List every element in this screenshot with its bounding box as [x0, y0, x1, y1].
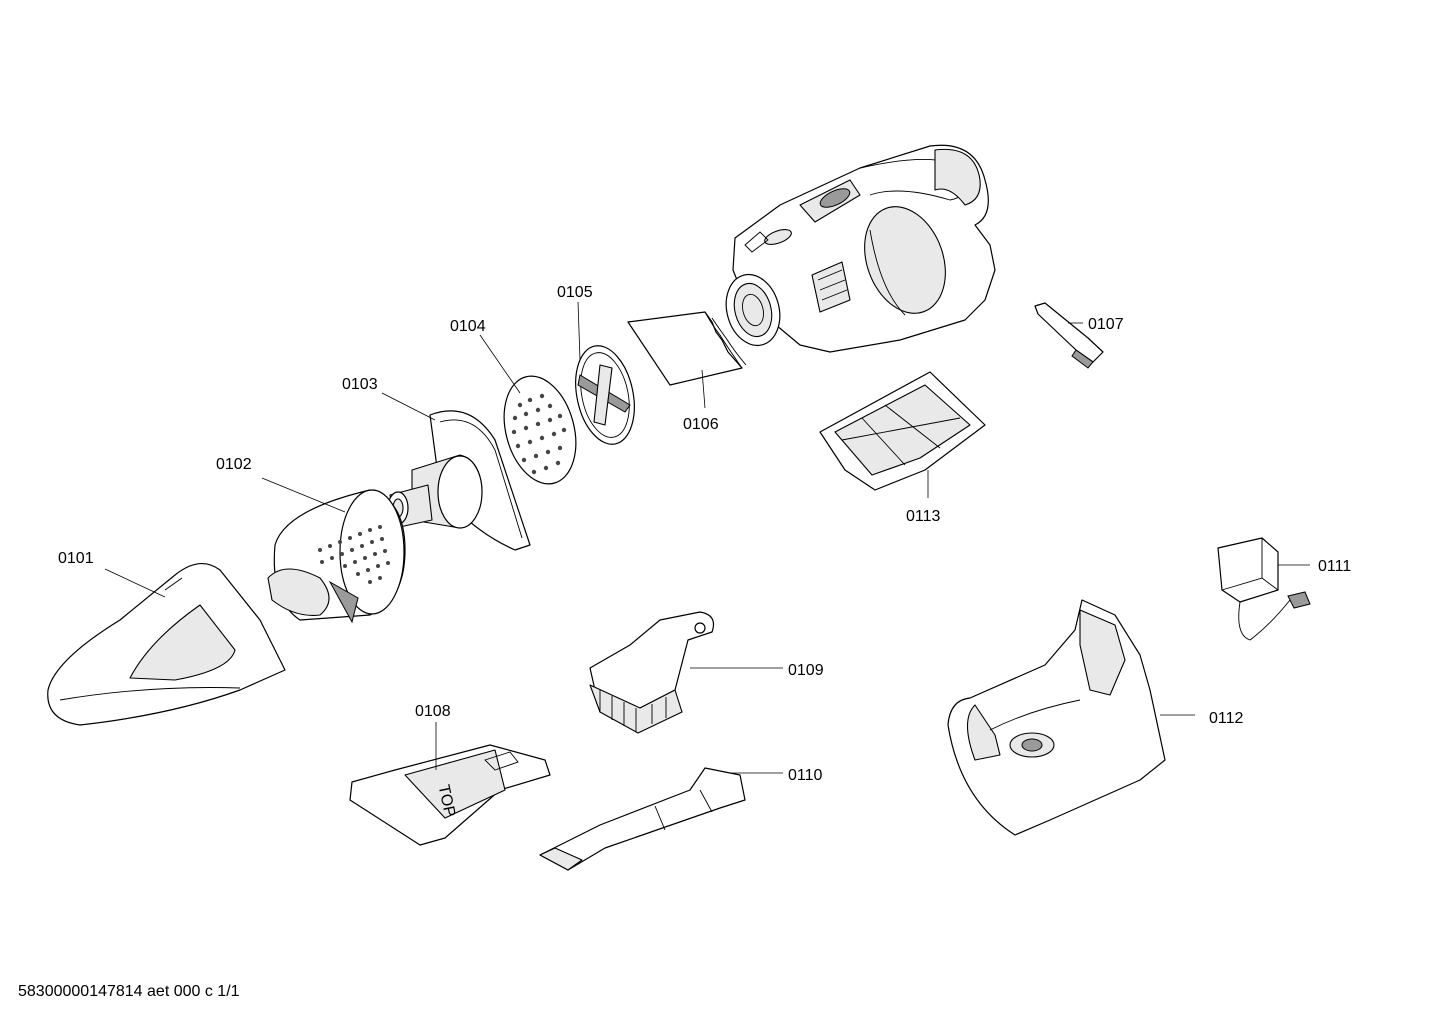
part-labels: 0101 0102 0103 0104 0105 0106 0107 0113 … [58, 284, 1351, 784]
part-0109-brush-attachment [589, 611, 715, 734]
part-0106-filter-bag [627, 311, 747, 386]
label-0107: 0107 [1088, 316, 1124, 333]
part-0110-crevice-tool [539, 767, 746, 871]
part-0112-charging-base [947, 599, 1166, 836]
label-0103: 0103 [342, 376, 378, 393]
part-0105-fan-disc [575, 345, 635, 445]
label-0108: 0108 [415, 703, 451, 720]
label-0109: 0109 [788, 662, 824, 679]
top-embossed-text: TOP [435, 783, 458, 818]
label-0102: 0102 [216, 456, 252, 473]
part-0113-dust-container [819, 371, 986, 491]
leader-lines [104, 301, 1310, 774]
part-0108-wide-nozzle: TOP [349, 744, 551, 846]
label-0106: 0106 [683, 416, 719, 433]
label-0110: 0110 [788, 767, 823, 784]
label-0113: 0113 [906, 508, 941, 525]
part-0104-perforated-disc [503, 375, 577, 485]
part-0102-filter-cylinder [267, 489, 406, 624]
label-0105: 0105 [557, 284, 593, 301]
vacuum-main-body [725, 144, 996, 353]
label-0112: 0112 [1209, 710, 1244, 727]
document-footer-code: 58300000147814 aet 000 c 1/1 [18, 983, 240, 1000]
label-0111: 0111 [1318, 558, 1351, 575]
part-0111-charger [1217, 537, 1311, 641]
label-0104: 0104 [450, 318, 486, 335]
part-0101-nozzle-front [47, 563, 286, 726]
label-0101: 0101 [58, 550, 94, 567]
part-0107-cleaning-brush [1034, 302, 1104, 369]
